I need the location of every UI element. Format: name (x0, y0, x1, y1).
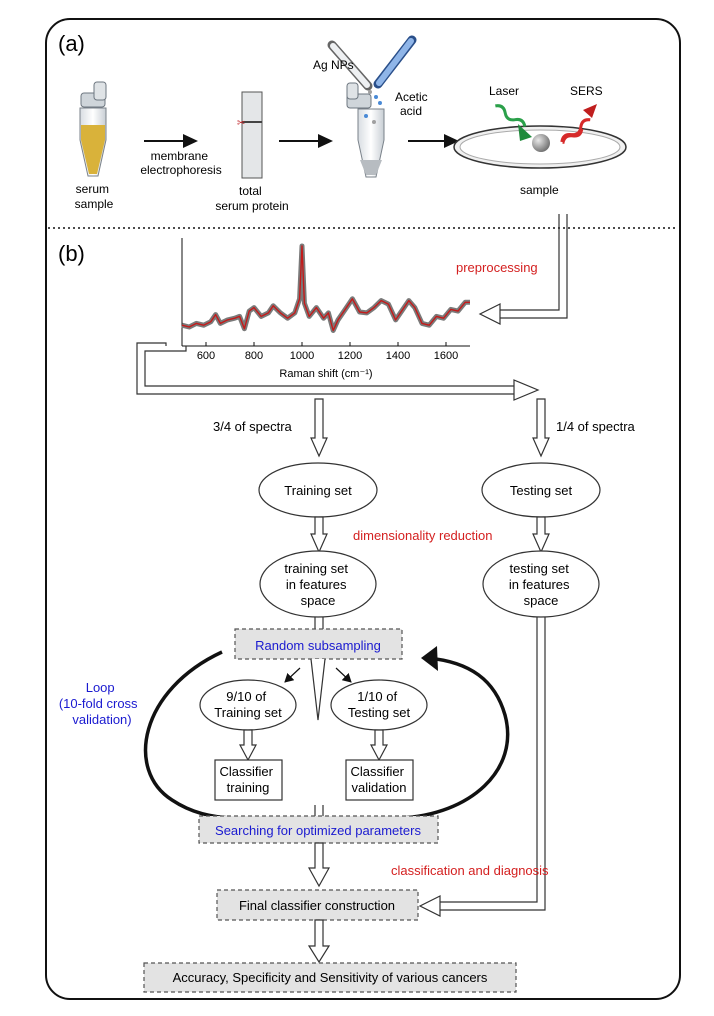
arrow-left-icon (478, 303, 501, 325)
clf-train-line2: training (227, 780, 270, 795)
nine-tenths-line1: 9/10 of (226, 689, 266, 704)
arrow-down-icon (532, 516, 550, 554)
arrow-right-icon (279, 134, 333, 148)
x-axis-label: Raman shift (cm⁻¹) (279, 368, 372, 380)
svg-text:Acetic acid: Acetic acid (395, 90, 431, 118)
svg-text:membrane electrophoresis: membrane electrophoresis (140, 149, 221, 177)
arrow-left-icon (418, 895, 441, 917)
testing-set-label: Testing set (510, 483, 573, 498)
testing-features-node (482, 550, 600, 618)
svg-text:training set in features: training set in features space (284, 561, 351, 608)
spectrum-line (181, 245, 470, 332)
acetic-line1: Acetic (395, 90, 428, 104)
svg-text:Classifier training: Classifier training (219, 764, 276, 795)
one-quarter-label: 1/4 of spectra (556, 419, 636, 434)
one-tenth-line1: 1/10 of (357, 689, 397, 704)
random-subsampling-label: Random subsampling (255, 638, 381, 653)
x-tick-label: 1000 (290, 350, 314, 362)
test-feat-line1: testing set (510, 561, 570, 576)
searching-label: Searching for optimized parameters (215, 823, 421, 838)
train-feat-line2: in features (286, 577, 347, 592)
membrane-line1: membrane (151, 149, 209, 163)
serum-sample-line2: sample (75, 197, 114, 211)
arrow-right-icon (144, 134, 198, 148)
membrane-line2: electrophoresis (140, 163, 221, 177)
arrow-down-icon (307, 842, 331, 888)
loop-line1: Loop (86, 680, 115, 695)
test-feat-line2: in features (509, 577, 570, 592)
sers-sample-icon (453, 104, 627, 169)
random-subsampling-box (234, 628, 403, 660)
panel-b-label: (b) (58, 241, 85, 266)
arrow-icon (284, 667, 301, 683)
final-classifier-box (216, 889, 419, 921)
train-feat-line1: training set (284, 561, 348, 576)
svg-text:testing set in features: testing set in features space (509, 561, 573, 608)
loop-arc-right (399, 656, 510, 820)
x-tick-label: 1200 (338, 350, 362, 362)
classifier-validation-box (345, 759, 414, 801)
train-feat-line3: space (301, 593, 336, 608)
preprocessing-label: preprocessing (456, 260, 538, 275)
arrow-down-icon (307, 919, 331, 964)
total-protein-line1: total (239, 184, 262, 198)
arrow-down-icon (532, 398, 550, 458)
svg-text:total serum protein: total serum protein (215, 184, 288, 213)
test-feat-line3: space (524, 593, 559, 608)
arrow-down-icon (239, 729, 257, 762)
training-set-label: Training set (284, 483, 352, 498)
svg-text:serum sample: serum sample (75, 182, 114, 211)
arrow-down-icon (310, 516, 328, 554)
membrane-strip-icon: ✂ (237, 91, 263, 179)
training-features-node (259, 550, 377, 618)
acetic-line2: acid (400, 104, 422, 118)
reaction-tube-icon (327, 35, 417, 178)
arrow-right-icon (408, 134, 459, 148)
loop-line2: (10-fold cross (59, 696, 138, 711)
one-tenth-line2: Testing set (348, 705, 411, 720)
x-tick-label: 1400 (386, 350, 410, 362)
laser-label: Laser (489, 84, 519, 98)
searching-params-box (198, 815, 439, 844)
svg-text:✂: ✂ (237, 118, 245, 129)
outer-frame (45, 18, 681, 1000)
total-protein-line2: serum protein (215, 199, 288, 213)
dim-reduction-label: dimensionality reduction (353, 528, 492, 543)
accuracy-box (143, 962, 517, 993)
svg-text:Classifier validation: Classifier validation (350, 764, 407, 795)
svg-text:9/10 of Training set: 9/10 of Training set (214, 689, 282, 720)
sers-label: SERS (570, 84, 603, 98)
raman-spectrum-chart: 600 800 1000 1200 1400 1600 Raman shift (cm⁻¹… (181, 238, 470, 380)
arrow-down-icon (310, 398, 328, 458)
nine-tenths-line2: Training set (214, 705, 282, 720)
clf-train-line1: Classifier (219, 764, 273, 779)
accuracy-label: Accuracy, Specificity and Sensitivity of… (173, 970, 488, 985)
loop-arc-left (143, 650, 237, 820)
clf-val-line1: Classifier (350, 764, 404, 779)
final-classifier-label: Final classifier construction (239, 898, 395, 913)
svg-text:1/10 of Testing set: 1/10 of Testing set (348, 689, 411, 720)
clf-val-line2: validation (352, 780, 407, 795)
serum-sample-line1: serum (76, 182, 109, 196)
x-tick-label: 600 (197, 350, 215, 362)
svg-text:Loop (10-fold cross va: Loop (10-fold cross validation) (59, 680, 141, 727)
x-tick-label: 800 (245, 350, 263, 362)
classifier-training-box (214, 759, 283, 801)
ag-nps-label: Ag NPs (313, 58, 354, 72)
loop-line3: validation) (72, 712, 131, 727)
loop-arrowhead-icon (421, 646, 438, 671)
arrow-down-icon (370, 729, 388, 762)
serum-tube-icon (79, 81, 107, 177)
classification-label: classification and diagnosis (391, 863, 549, 878)
arrow-icon (335, 667, 352, 683)
three-quarter-label: 3/4 of spectra (213, 419, 293, 434)
sample-label: sample (520, 183, 559, 197)
arrow-right-icon (513, 379, 540, 401)
panel-a-label: (a) (58, 31, 85, 56)
x-tick-label: 1600 (434, 350, 458, 362)
